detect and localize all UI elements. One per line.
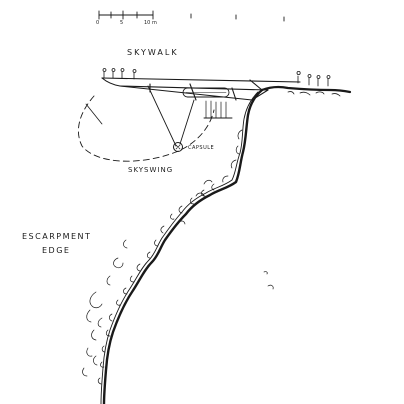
skyswing-label: SKYSWING <box>128 166 174 174</box>
escarpment-profile <box>102 88 264 404</box>
capsule-label: CAPSULE <box>188 145 215 151</box>
skywalk-structure <box>101 77 301 119</box>
skyswing-arc <box>78 95 215 162</box>
edge-label: EDGE <box>42 246 71 255</box>
ground-hatch <box>287 91 341 97</box>
escarpment-label: ESCARPMENT <box>22 232 92 241</box>
skywalk-label: SKYWALK <box>127 48 179 57</box>
people-figures <box>102 68 331 87</box>
scale-label-0: 0 <box>96 20 100 26</box>
capsule-icon <box>173 142 183 152</box>
ground-line <box>260 85 352 94</box>
escarpment-profile-inner <box>100 91 259 404</box>
skyswing-guide <box>85 103 103 125</box>
scale-label-10m: 10 m <box>144 20 157 26</box>
skyswing-cables <box>147 85 195 147</box>
scale-bar <box>98 10 285 22</box>
scale-label-5: 5 <box>120 20 124 26</box>
rock-texture <box>82 129 274 385</box>
